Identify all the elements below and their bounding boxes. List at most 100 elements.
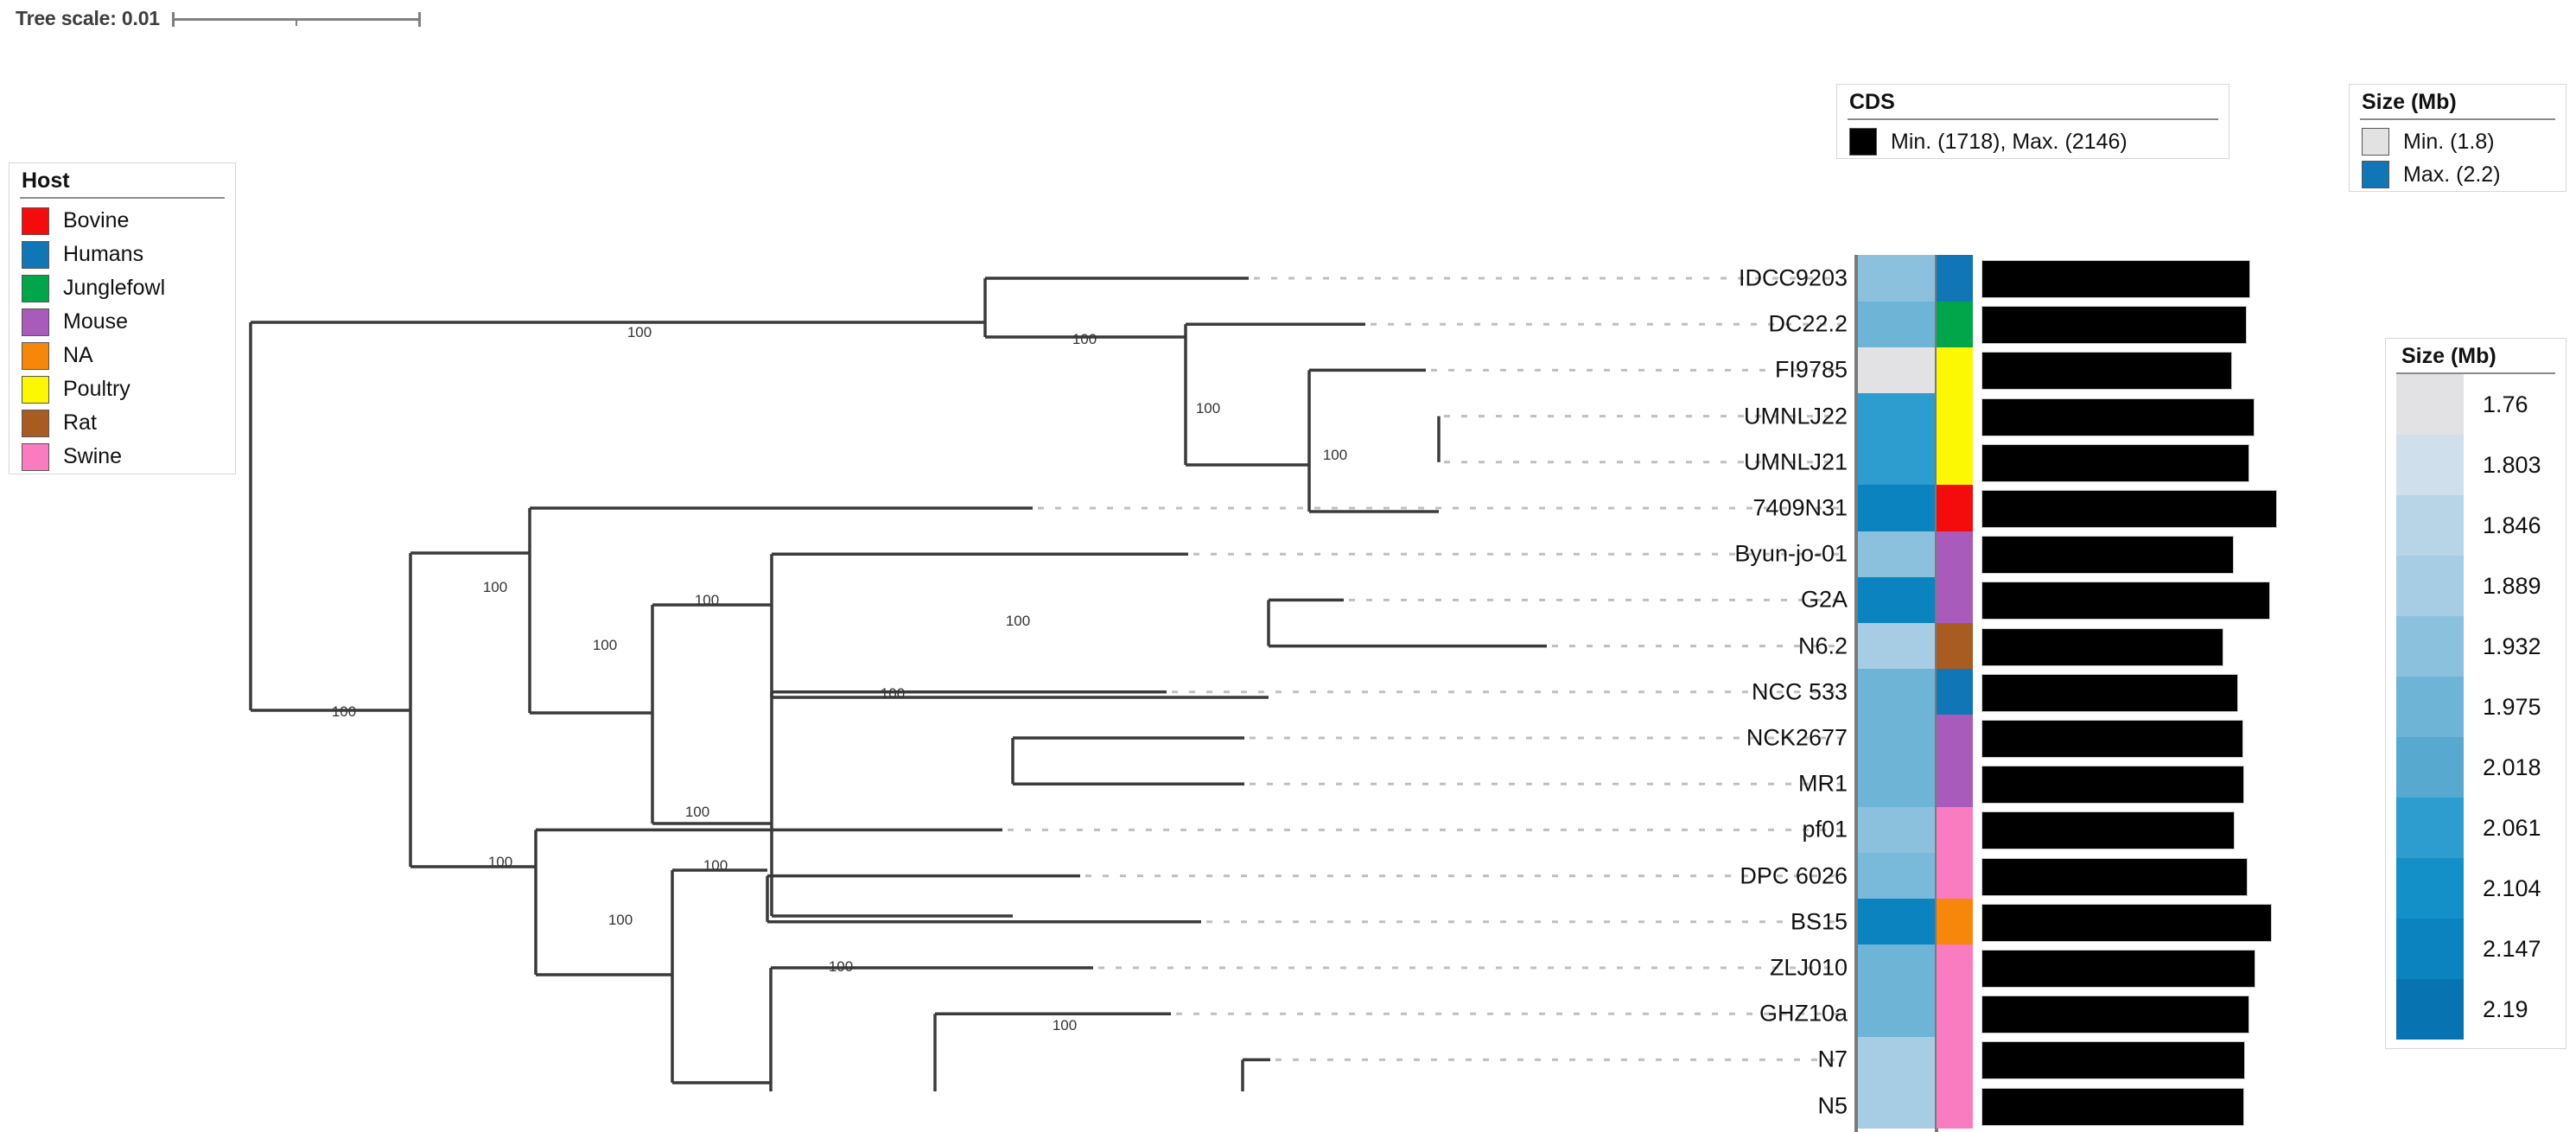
size-gradient-chip <box>2396 858 2464 919</box>
size-gradient-band: 1.803 <box>2396 435 2555 495</box>
cds-legend: CDS Min. (1718), Max. (2146) <box>1836 84 2229 159</box>
host-legend-item[interactable]: Swine <box>10 440 235 474</box>
host-color-swatch <box>22 375 49 404</box>
cds-bar <box>1981 995 2250 1034</box>
leaf-label[interactable]: N6.2 <box>1797 633 1848 659</box>
host-strip-cell <box>1937 1036 1973 1083</box>
host-legend-item[interactable]: Mouse <box>10 305 235 339</box>
size-gradient-band: 1.889 <box>2396 556 2555 616</box>
scale-ruler-left-cap <box>171 11 175 27</box>
host-strip-cell <box>1937 852 1973 900</box>
host-legend-item[interactable]: NA <box>10 339 235 372</box>
cds-legend-divider <box>1848 118 2218 120</box>
leaf-label[interactable]: NCK2677 <box>1746 724 1848 751</box>
size-gradient-chip <box>2396 677 2464 737</box>
leaf-label[interactable]: UMNLJ22 <box>1743 403 1848 429</box>
size-gradient-value: 1.846 <box>2483 512 2541 538</box>
size-gradient-chip <box>2396 556 2464 616</box>
leaf-label[interactable]: G2A <box>1800 586 1848 613</box>
host-strip-cell <box>1937 392 1973 440</box>
size-gradient-value: 2.19 <box>2483 995 2528 1022</box>
size-gradient-divider <box>2396 372 2555 374</box>
size-strip-cell <box>1858 715 1935 761</box>
leaf-label[interactable]: 7409N31 <box>1752 494 1848 521</box>
cds-bar <box>1981 1041 2246 1080</box>
cds-bar <box>1981 259 2250 298</box>
leaf-label[interactable]: GHZ10a <box>1759 1000 1848 1027</box>
size-gradient-band: 1.76 <box>2396 374 2555 435</box>
cds-bar <box>1981 949 2256 988</box>
host-legend-item[interactable]: Rat <box>10 406 235 440</box>
host-legend-divider <box>20 197 225 199</box>
host-legend-label: Poultry <box>63 377 130 401</box>
cds-bar <box>1981 673 2239 712</box>
size-strip-cell <box>1858 531 1935 577</box>
cds-bar <box>1981 397 2255 436</box>
size-legend-label: Max. (2.2) <box>2403 162 2501 187</box>
bootstrap-value: 100 <box>332 703 356 720</box>
size-gradient-band: 2.018 <box>2396 737 2555 798</box>
host-legend-item[interactable]: Poultry <box>10 372 235 406</box>
host-strip-cell <box>1937 990 1973 1037</box>
leaf-label[interactable]: FI9785 <box>1774 356 1848 383</box>
leaf-label[interactable]: DC22.2 <box>1768 310 1848 337</box>
host-legend-label: Junglefowl <box>63 276 166 300</box>
cds-legend-title: CDS <box>1849 90 1895 114</box>
cds-bar <box>1981 857 2248 896</box>
bootstrap-value: 100 <box>488 854 512 870</box>
leaf-label[interactable]: UMNLJ21 <box>1743 448 1848 475</box>
bootstrap-value: 100 <box>593 637 617 653</box>
leaf-label[interactable]: BS15 <box>1790 908 1848 935</box>
leaf-label[interactable]: Byun-jo-01 <box>1734 540 1848 567</box>
size-strip-cell <box>1858 392 1935 440</box>
size-gradient-band: 1.975 <box>2396 677 2555 737</box>
host-legend-item[interactable]: Bovine <box>10 204 235 238</box>
size-gradient-value: 2.147 <box>2483 935 2541 962</box>
bootstrap-value: 100 <box>685 804 709 820</box>
bootstrap-value: 100 <box>1006 613 1030 629</box>
leaf-label[interactable]: N7 <box>1817 1046 1848 1072</box>
leaf-label[interactable]: IDCC9203 <box>1738 264 1848 291</box>
cds-bar <box>1981 719 2243 758</box>
size-gradient-value: 1.76 <box>2483 391 2528 417</box>
tree-scale: Tree scale: 0.01 <box>16 7 421 30</box>
host-color-swatch <box>22 240 49 269</box>
size-gradient-band: 2.147 <box>2396 919 2555 979</box>
host-strip-cell <box>1937 899 1973 945</box>
size-legend-item[interactable]: Max. (2.2) <box>2350 158 2566 191</box>
leaf-label[interactable]: ZLJ010 <box>1769 954 1848 981</box>
host-strip-cell <box>1937 439 1973 486</box>
cds-bar <box>1981 489 2277 528</box>
size-strip-cell <box>1858 576 1935 623</box>
size-legend: Size (Mb) Min. (1.8)Max. (2.2) <box>2349 84 2566 192</box>
bootstrap-value: 100 <box>1072 331 1097 347</box>
scale-ruler-midtick <box>295 18 297 26</box>
host-strip-cell <box>1937 485 1973 531</box>
size-strip-cell <box>1858 1082 1935 1129</box>
host-legend-item[interactable]: Humans <box>10 238 235 271</box>
size-strip-cell <box>1858 622 1935 670</box>
host-legend-item[interactable]: Junglefowl <box>10 271 235 305</box>
leaf-label[interactable]: NCC 533 <box>1751 678 1848 705</box>
host-strip-cell <box>1937 255 1973 302</box>
size-gradient-title: Size (Mb) <box>2401 344 2496 368</box>
size-strip-cell <box>1858 485 1935 531</box>
size-gradient-band: 2.061 <box>2396 798 2555 858</box>
leaf-label[interactable]: DPC 6026 <box>1740 862 1848 889</box>
cds-bar <box>1981 766 2244 804</box>
host-strip-cell <box>1937 531 1973 577</box>
leaf-label[interactable]: MR1 <box>1797 770 1848 797</box>
cds-bar-chart <box>1981 255 2344 1132</box>
size-legend-item[interactable]: Min. (1.8) <box>2350 125 2566 158</box>
tree-scale-ruler <box>171 10 421 29</box>
host-color-swatch <box>22 442 49 471</box>
size-strip-cell <box>1858 301 1935 347</box>
leaf-label[interactable]: pf01 <box>1802 816 1848 843</box>
bootstrap-value: 100 <box>1323 447 1347 463</box>
size-color-swatch <box>2362 161 2389 188</box>
leaf-label[interactable]: N5 <box>1817 1092 1848 1119</box>
cds-bar <box>1981 811 2236 850</box>
size-gradient-value: 1.932 <box>2483 633 2541 659</box>
host-strip-cell <box>1937 806 1973 853</box>
